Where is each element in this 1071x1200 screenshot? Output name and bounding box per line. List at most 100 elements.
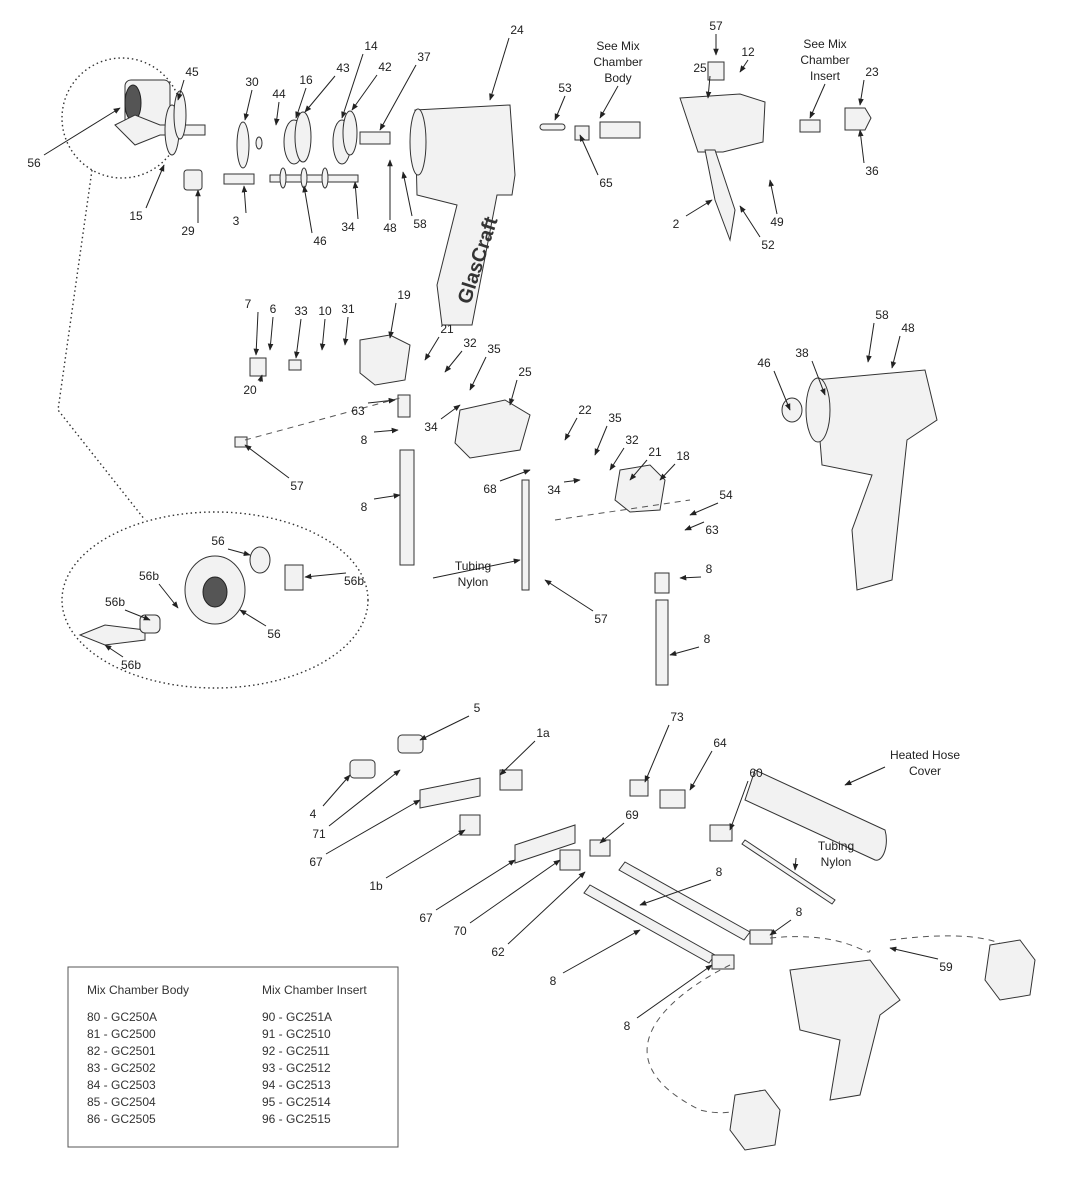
table-header-insert: Mix Chamber Insert (262, 983, 367, 997)
callout-label-top: 2 (673, 217, 680, 231)
callout-label-middle: 32 (463, 336, 477, 350)
table-cell-body: 80 - GC250A (87, 1010, 157, 1024)
leader-arrow (729, 780, 749, 831)
leader-arrow (469, 356, 487, 391)
callout-label-bottom: 62 (491, 945, 505, 959)
leader-arrow (385, 829, 466, 879)
leader-arrow (379, 64, 417, 131)
leader-arrow (844, 766, 886, 786)
leader-arrow (507, 871, 586, 945)
callout-label-bottom: 8 (550, 974, 557, 988)
leader-arrow (858, 79, 865, 106)
leader-arrow (689, 750, 713, 791)
callout-label-bottom: 73 (670, 710, 684, 724)
callout-label-bottom: 4 (310, 807, 317, 821)
callout-label-detail: 56 (267, 627, 281, 641)
leader-arrow (509, 379, 518, 406)
leader-arrow (124, 609, 151, 621)
leader-arrow (351, 74, 378, 111)
leader-arrow (267, 316, 274, 351)
table-header-body: Mix Chamber Body (87, 983, 189, 997)
leader-arrow (659, 463, 676, 481)
leader-arrow (227, 548, 251, 557)
text-label-see-body: Body (604, 71, 631, 85)
leader-arrow (644, 724, 670, 783)
leader-arrow (419, 715, 470, 741)
callout-label-right_gun: 58 (875, 308, 889, 322)
leader-arrow (158, 583, 179, 609)
text-label-tubing-nylon-mid: Nylon (458, 575, 489, 589)
leader-arrow (424, 336, 440, 361)
detail-callout-ellipse (61, 511, 369, 689)
leader-arrow (669, 646, 700, 657)
callout-label-detail: 56b (105, 595, 125, 609)
leader-arrow (244, 444, 290, 479)
callout-label-bottom: 71 (312, 827, 326, 841)
callout-label-bottom: 69 (625, 808, 639, 822)
callout-label-middle: 68 (483, 482, 497, 496)
leader-arrow (352, 181, 359, 220)
table-cell-body: 84 - GC2503 (87, 1078, 156, 1092)
callout-label-top: 24 (510, 23, 524, 37)
dashed-alignment-line (554, 499, 691, 521)
text-label-see-insert: Chamber (800, 53, 849, 67)
leader-arrow (274, 101, 280, 126)
leader-arrow (739, 59, 749, 73)
leader-arrow (562, 929, 641, 974)
leader-arrow (609, 447, 625, 471)
callout-label-middle: 20 (243, 383, 257, 397)
callout-label-middle: 32 (625, 433, 639, 447)
leader-arrow (177, 79, 185, 101)
leader-arrow (388, 302, 397, 339)
leader-arrow (594, 425, 608, 456)
leader-arrow (322, 774, 351, 807)
callout-label-top: 29 (181, 224, 195, 238)
text-label-tubing-nylon-mid: Tubing (455, 559, 491, 573)
callout-label-detail: 56 (211, 534, 225, 548)
callout-label-top: 25 (693, 61, 707, 75)
callout-label-top: 30 (245, 75, 259, 89)
callout-label-bottom: 67 (419, 911, 433, 925)
callout-label-top: 57 (709, 19, 723, 33)
table-cell-body: 81 - GC2500 (87, 1027, 156, 1041)
leader-arrow (341, 53, 364, 119)
table-cell-insert: 95 - GC2514 (262, 1095, 331, 1109)
leader-arrow (689, 502, 719, 516)
leader-arrow (342, 316, 349, 346)
leader-arrow (544, 579, 594, 612)
leader-arrow (554, 95, 566, 121)
callout-label-bottom: 1b (369, 879, 383, 893)
leader-arrow (257, 374, 263, 383)
callout-label-top: 44 (272, 87, 286, 101)
callout-label-middle: 22 (578, 403, 592, 417)
callout-label-bottom: 70 (453, 924, 467, 938)
leader-arrow (469, 859, 561, 924)
leader-arrow (866, 322, 875, 363)
leader-arrow (373, 427, 399, 434)
callout-label-top: 43 (336, 61, 350, 75)
callout-label-top: 15 (129, 209, 143, 223)
callout-label-bottom: 8 (796, 905, 803, 919)
table-cell-body: 86 - GC2505 (87, 1112, 156, 1126)
callout-label-top: 14 (364, 39, 378, 53)
leader-arrow (401, 171, 413, 217)
callout-label-detail: 56b (139, 569, 159, 583)
table-cell-body: 83 - GC2502 (87, 1061, 156, 1075)
head-parts-top (114, 79, 391, 191)
leader-arrow (294, 318, 302, 359)
table-cell-body: 85 - GC2504 (87, 1095, 156, 1109)
callout-label-top: 36 (865, 164, 879, 178)
table-cell-insert: 91 - GC2510 (262, 1027, 331, 1041)
callout-label-top: 46 (313, 234, 327, 248)
leader-arrow (325, 799, 421, 855)
leader-arrow (857, 129, 865, 164)
leader-arrow (440, 404, 461, 420)
callout-label-top: 23 (865, 65, 879, 79)
leader-arrow (243, 89, 253, 121)
leader-arrow (564, 417, 578, 441)
leader-arrow (599, 822, 625, 844)
leader-arrow (304, 75, 336, 113)
callout-label-middle: 10 (318, 304, 332, 318)
callout-label-bottom: 8 (624, 1019, 631, 1033)
